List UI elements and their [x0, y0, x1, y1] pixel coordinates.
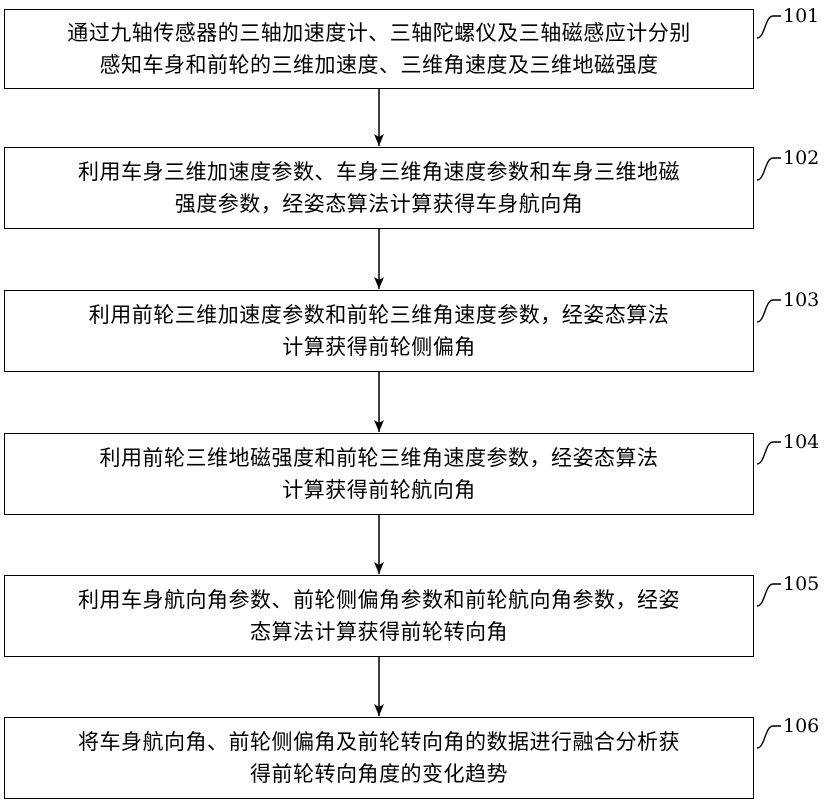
step-box-106: 将车身航向角、前轮侧偏角及前轮转向角的数据进行融合分析获 得前轮转向角度的变化趋…	[4, 717, 754, 799]
step-text-106: 将车身航向角、前轮侧偏角及前轮转向角的数据进行融合分析获 得前轮转向角度的变化趋…	[78, 726, 680, 790]
arrowhead-icon	[374, 134, 384, 146]
step-text-101: 通过九轴传感器的三轴加速度计、三轴陀螺仪及三轴磁感应计分别 感知车身和前轮的三维…	[67, 17, 691, 81]
leader-line-105	[757, 584, 781, 606]
step-box-105: 利用车身航向角参数、前轮侧偏角参数和前轮航向角参数，经姿 态算法计算获得前轮转向…	[4, 575, 754, 657]
arrowhead-icon	[374, 277, 384, 289]
step-104-line-1: 利用前轮三维地磁强度和前轮三维角速度参数，经姿态算法	[100, 442, 659, 474]
step-102-line-1: 利用车身三维加速度参数、车身三维角速度参数和车身三维地磁	[78, 156, 680, 188]
step-101-line-2: 感知车身和前轮的三维加速度、三维角速度及三维地磁强度	[67, 49, 691, 81]
step-ref-label-104: 104	[783, 432, 819, 452]
step-text-103: 利用前轮三维加速度参数和前轮三维角速度参数，经姿态算法 计算获得前轮侧偏角	[89, 299, 670, 363]
step-105-line-2: 态算法计算获得前轮转向角	[78, 616, 680, 648]
step-box-102: 利用车身三维加速度参数、车身三维角速度参数和车身三维地磁 强度参数，经姿态算法计…	[4, 147, 754, 229]
step-ref-label-106: 106	[783, 716, 819, 736]
step-106-line-1: 将车身航向角、前轮侧偏角及前轮转向角的数据进行融合分析获	[78, 726, 680, 758]
step-103-line-1: 利用前轮三维加速度参数和前轮三维角速度参数，经姿态算法	[89, 299, 670, 331]
arrowhead-icon	[374, 704, 384, 716]
step-box-103: 利用前轮三维加速度参数和前轮三维角速度参数，经姿态算法 计算获得前轮侧偏角	[4, 290, 754, 372]
leader-line-104	[757, 442, 781, 464]
step-106-line-2: 得前轮转向角度的变化趋势	[78, 758, 680, 790]
step-101-line-1: 通过九轴传感器的三轴加速度计、三轴陀螺仪及三轴磁感应计分别	[67, 17, 691, 49]
leader-line-106	[757, 726, 781, 748]
step-ref-label-105: 105	[783, 574, 819, 594]
step-text-102: 利用车身三维加速度参数、车身三维角速度参数和车身三维地磁 强度参数，经姿态算法计…	[78, 156, 680, 220]
step-box-101: 通过九轴传感器的三轴加速度计、三轴陀螺仪及三轴磁感应计分别 感知车身和前轮的三维…	[4, 9, 754, 89]
step-ref-label-103: 103	[783, 290, 819, 310]
arrowhead-icon	[374, 562, 384, 574]
step-text-105: 利用车身航向角参数、前轮侧偏角参数和前轮航向角参数，经姿 态算法计算获得前轮转向…	[78, 584, 680, 648]
step-box-104: 利用前轮三维地磁强度和前轮三维角速度参数，经姿态算法 计算获得前轮航向角	[4, 433, 754, 515]
step-105-line-1: 利用车身航向角参数、前轮侧偏角参数和前轮航向角参数，经姿	[78, 584, 680, 616]
step-103-line-2: 计算获得前轮侧偏角	[89, 331, 670, 363]
step-text-104: 利用前轮三维地磁强度和前轮三维角速度参数，经姿态算法 计算获得前轮航向角	[100, 442, 659, 506]
leader-line-102	[757, 158, 781, 180]
step-104-line-2: 计算获得前轮航向角	[100, 474, 659, 506]
arrowhead-icon	[374, 420, 384, 432]
step-ref-label-101: 101	[783, 6, 819, 26]
step-ref-label-102: 102	[783, 148, 819, 168]
leader-line-101	[757, 16, 781, 38]
reference-leaders	[757, 16, 781, 748]
step-102-line-2: 强度参数，经姿态算法计算获得车身航向角	[78, 188, 680, 220]
leader-line-103	[757, 300, 781, 322]
